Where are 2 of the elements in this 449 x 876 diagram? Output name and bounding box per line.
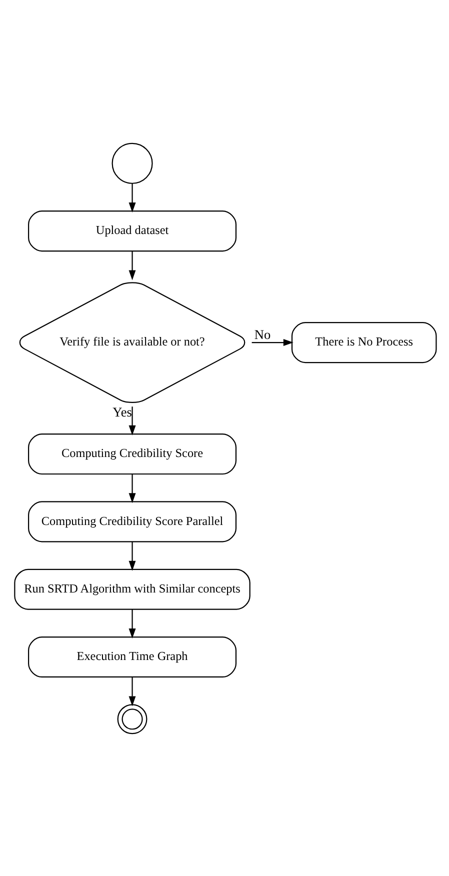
edge-label: No <box>254 326 271 342</box>
edge-label: Yes <box>112 404 132 419</box>
